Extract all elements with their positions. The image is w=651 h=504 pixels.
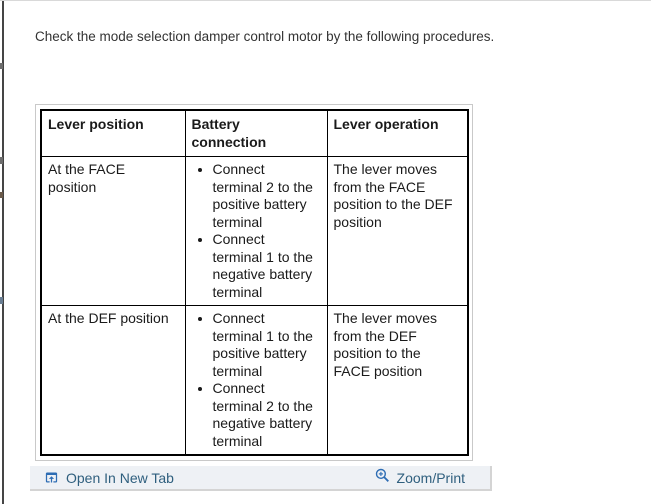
cell-battery-connection: Connect terminal 1 to the positive batte… — [184, 305, 328, 456]
table-row: At the FACE position Connect terminal 2 … — [40, 156, 469, 306]
open-in-new-tab-link[interactable]: Open In New Tab — [44, 470, 174, 486]
zoom-print-link[interactable]: Zoom/Print — [375, 468, 465, 487]
cell-battery-connection: Connect terminal 2 to the positive batte… — [184, 156, 328, 306]
intro-text: Check the mode selection damper control … — [35, 29, 495, 44]
battery-connection-step: Connect terminal 1 to the positive batte… — [213, 310, 317, 380]
battery-connection-step: Connect terminal 2 to the positive batte… — [213, 161, 317, 231]
battery-connection-step: Connect terminal 1 to the negative batte… — [213, 231, 317, 301]
zoom-print-label: Zoom/Print — [396, 469, 465, 486]
col-header-lever-operation: Lever operation — [326, 109, 469, 157]
clipped-text-fragment — [0, 297, 3, 304]
clipped-text-fragment — [0, 157, 3, 164]
clipped-text-fragment — [0, 63, 3, 69]
col-header-lever-position: Lever position — [40, 109, 186, 157]
table-header-row: Lever position Battery connection Lever … — [40, 109, 469, 157]
viewer-footer-bar: Open In New Tab Zoom/Print — [30, 466, 492, 491]
battery-connection-steps: Connect terminal 1 to the positive batte… — [192, 310, 317, 450]
clipped-text-fragment — [0, 192, 3, 198]
col-header-battery-connection: Battery connection — [184, 109, 328, 157]
cell-lever-position: At the FACE position — [40, 156, 186, 306]
left-divider-line — [2, 1, 4, 504]
open-in-new-tab-icon — [44, 470, 59, 485]
table-container: Lever position Battery connection Lever … — [35, 104, 473, 461]
cell-lever-operation: The lever moves from the FACE position t… — [326, 156, 469, 306]
procedure-table: Lever position Battery connection Lever … — [40, 109, 469, 456]
battery-connection-step: Connect terminal 2 to the negative batte… — [213, 380, 317, 450]
zoom-in-icon — [375, 468, 390, 483]
cell-lever-operation: The lever moves from the DEF position to… — [326, 305, 469, 456]
cell-lever-position: At the DEF position — [40, 305, 186, 456]
open-in-new-tab-label: Open In New Tab — [66, 469, 174, 486]
battery-connection-steps: Connect terminal 2 to the positive batte… — [192, 161, 317, 301]
table-row: At the DEF position Connect terminal 1 t… — [40, 305, 469, 456]
